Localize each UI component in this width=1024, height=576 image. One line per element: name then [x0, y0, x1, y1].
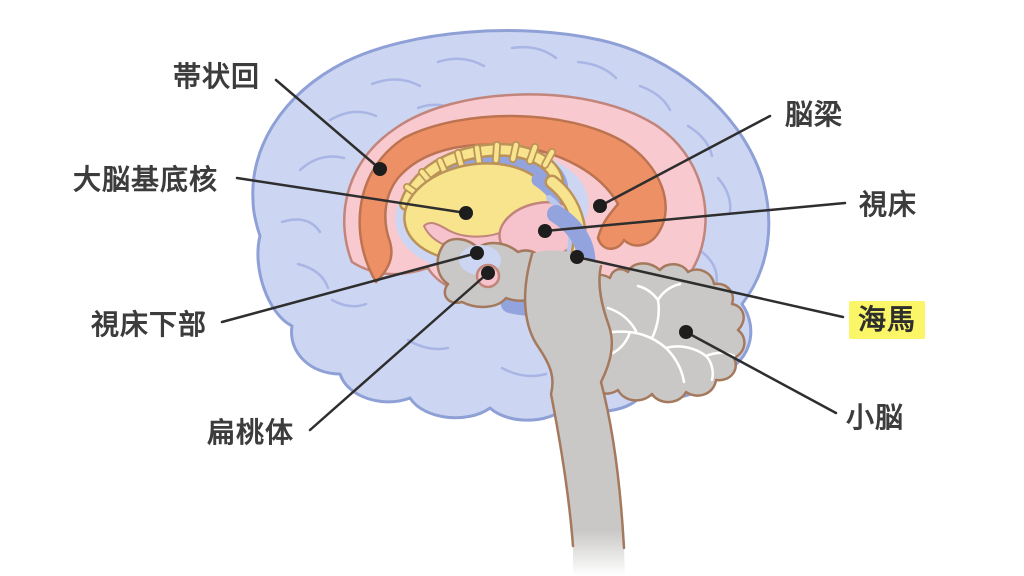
label-hippocampus-highlighted: 海馬 — [849, 301, 926, 340]
leader-basal-ganglia — [235, 176, 468, 215]
dot-cingulate-gyrus — [373, 162, 387, 176]
label-cingulate-gyrus: 帯状回 — [173, 61, 261, 92]
label-thalamus: 視床 — [859, 189, 918, 220]
dot-corpus-callosum — [593, 199, 607, 213]
leader-cingulate-gyrus — [274, 78, 382, 171]
corpus-callosum-region — [358, 114, 667, 284]
leader-dots — [373, 162, 693, 339]
label-basal-ganglia: 大脳基底核 — [73, 164, 219, 195]
dot-amygdala — [481, 266, 495, 280]
dot-hypothalamus — [470, 246, 484, 260]
label-amygdala: 扁桃体 — [207, 417, 295, 448]
label-corpus-callosum: 脳梁 — [785, 99, 844, 130]
leader-hypothalamus — [220, 251, 479, 324]
leader-cerebellum — [684, 330, 838, 415]
leader-lines — [220, 78, 847, 432]
dot-thalamus — [538, 224, 552, 238]
dot-cerebellum — [679, 325, 693, 339]
leader-hippocampus — [575, 255, 845, 319]
leader-thalamus — [543, 201, 847, 233]
label-cerebellum: 小脳 — [846, 402, 905, 433]
leader-corpus-callosum — [598, 114, 772, 208]
label-hypothalamus: 視床下部 — [91, 309, 208, 340]
leader-amygdala — [308, 271, 490, 432]
brainstem-region — [523, 250, 626, 576]
dot-basal-ganglia — [459, 206, 473, 220]
dot-hippocampus — [570, 250, 584, 264]
